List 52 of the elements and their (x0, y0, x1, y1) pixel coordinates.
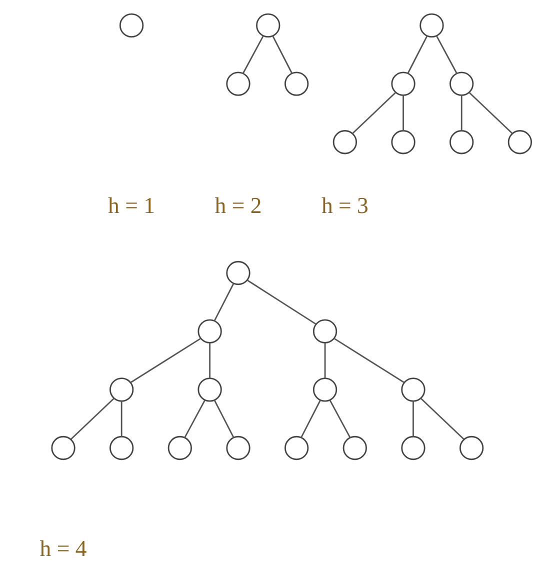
node-circle (198, 319, 222, 344)
label: h = 4 (40, 536, 87, 561)
node-circle (342, 436, 367, 460)
connector (324, 342, 326, 378)
connector (242, 36, 264, 74)
connector (412, 401, 414, 436)
node-circle (391, 130, 416, 154)
node-circle (51, 436, 76, 460)
node-circle (168, 436, 192, 460)
connector (352, 92, 396, 134)
connector (120, 401, 122, 436)
connector (247, 280, 316, 325)
node-circle (508, 130, 532, 154)
connector (272, 36, 293, 74)
node-circle (312, 319, 338, 344)
node-circle (284, 436, 309, 460)
node-circle (420, 13, 444, 38)
connector (130, 338, 201, 384)
node-circle (332, 130, 358, 154)
connector (460, 95, 462, 131)
label: h = 2 (214, 192, 262, 218)
connector (436, 36, 458, 74)
connector (184, 400, 206, 438)
label: h = 3 (321, 192, 368, 218)
connector (420, 398, 464, 440)
connector (214, 400, 234, 438)
node-circle (391, 72, 416, 96)
node-circle (226, 72, 250, 96)
node-circle (198, 378, 222, 402)
connector (407, 36, 428, 74)
node-circle (256, 13, 280, 38)
connector (334, 338, 404, 384)
connector (209, 342, 210, 378)
connector (468, 92, 513, 134)
node-circle (401, 436, 426, 460)
node-circle (226, 436, 250, 460)
node-circle (226, 260, 250, 286)
node-circle (459, 436, 484, 460)
node-circle (450, 130, 474, 154)
node-circle (450, 72, 474, 96)
node-circle (110, 436, 134, 460)
connector (70, 398, 114, 440)
node-circle (110, 378, 134, 402)
node-circle (401, 378, 426, 402)
node-circle (284, 72, 309, 96)
label: h = 1 (108, 192, 156, 218)
node-circle (119, 13, 144, 38)
node-circle (312, 378, 338, 402)
connector (329, 400, 351, 438)
connector (402, 95, 404, 131)
connector (300, 400, 321, 438)
connector (214, 283, 234, 322)
